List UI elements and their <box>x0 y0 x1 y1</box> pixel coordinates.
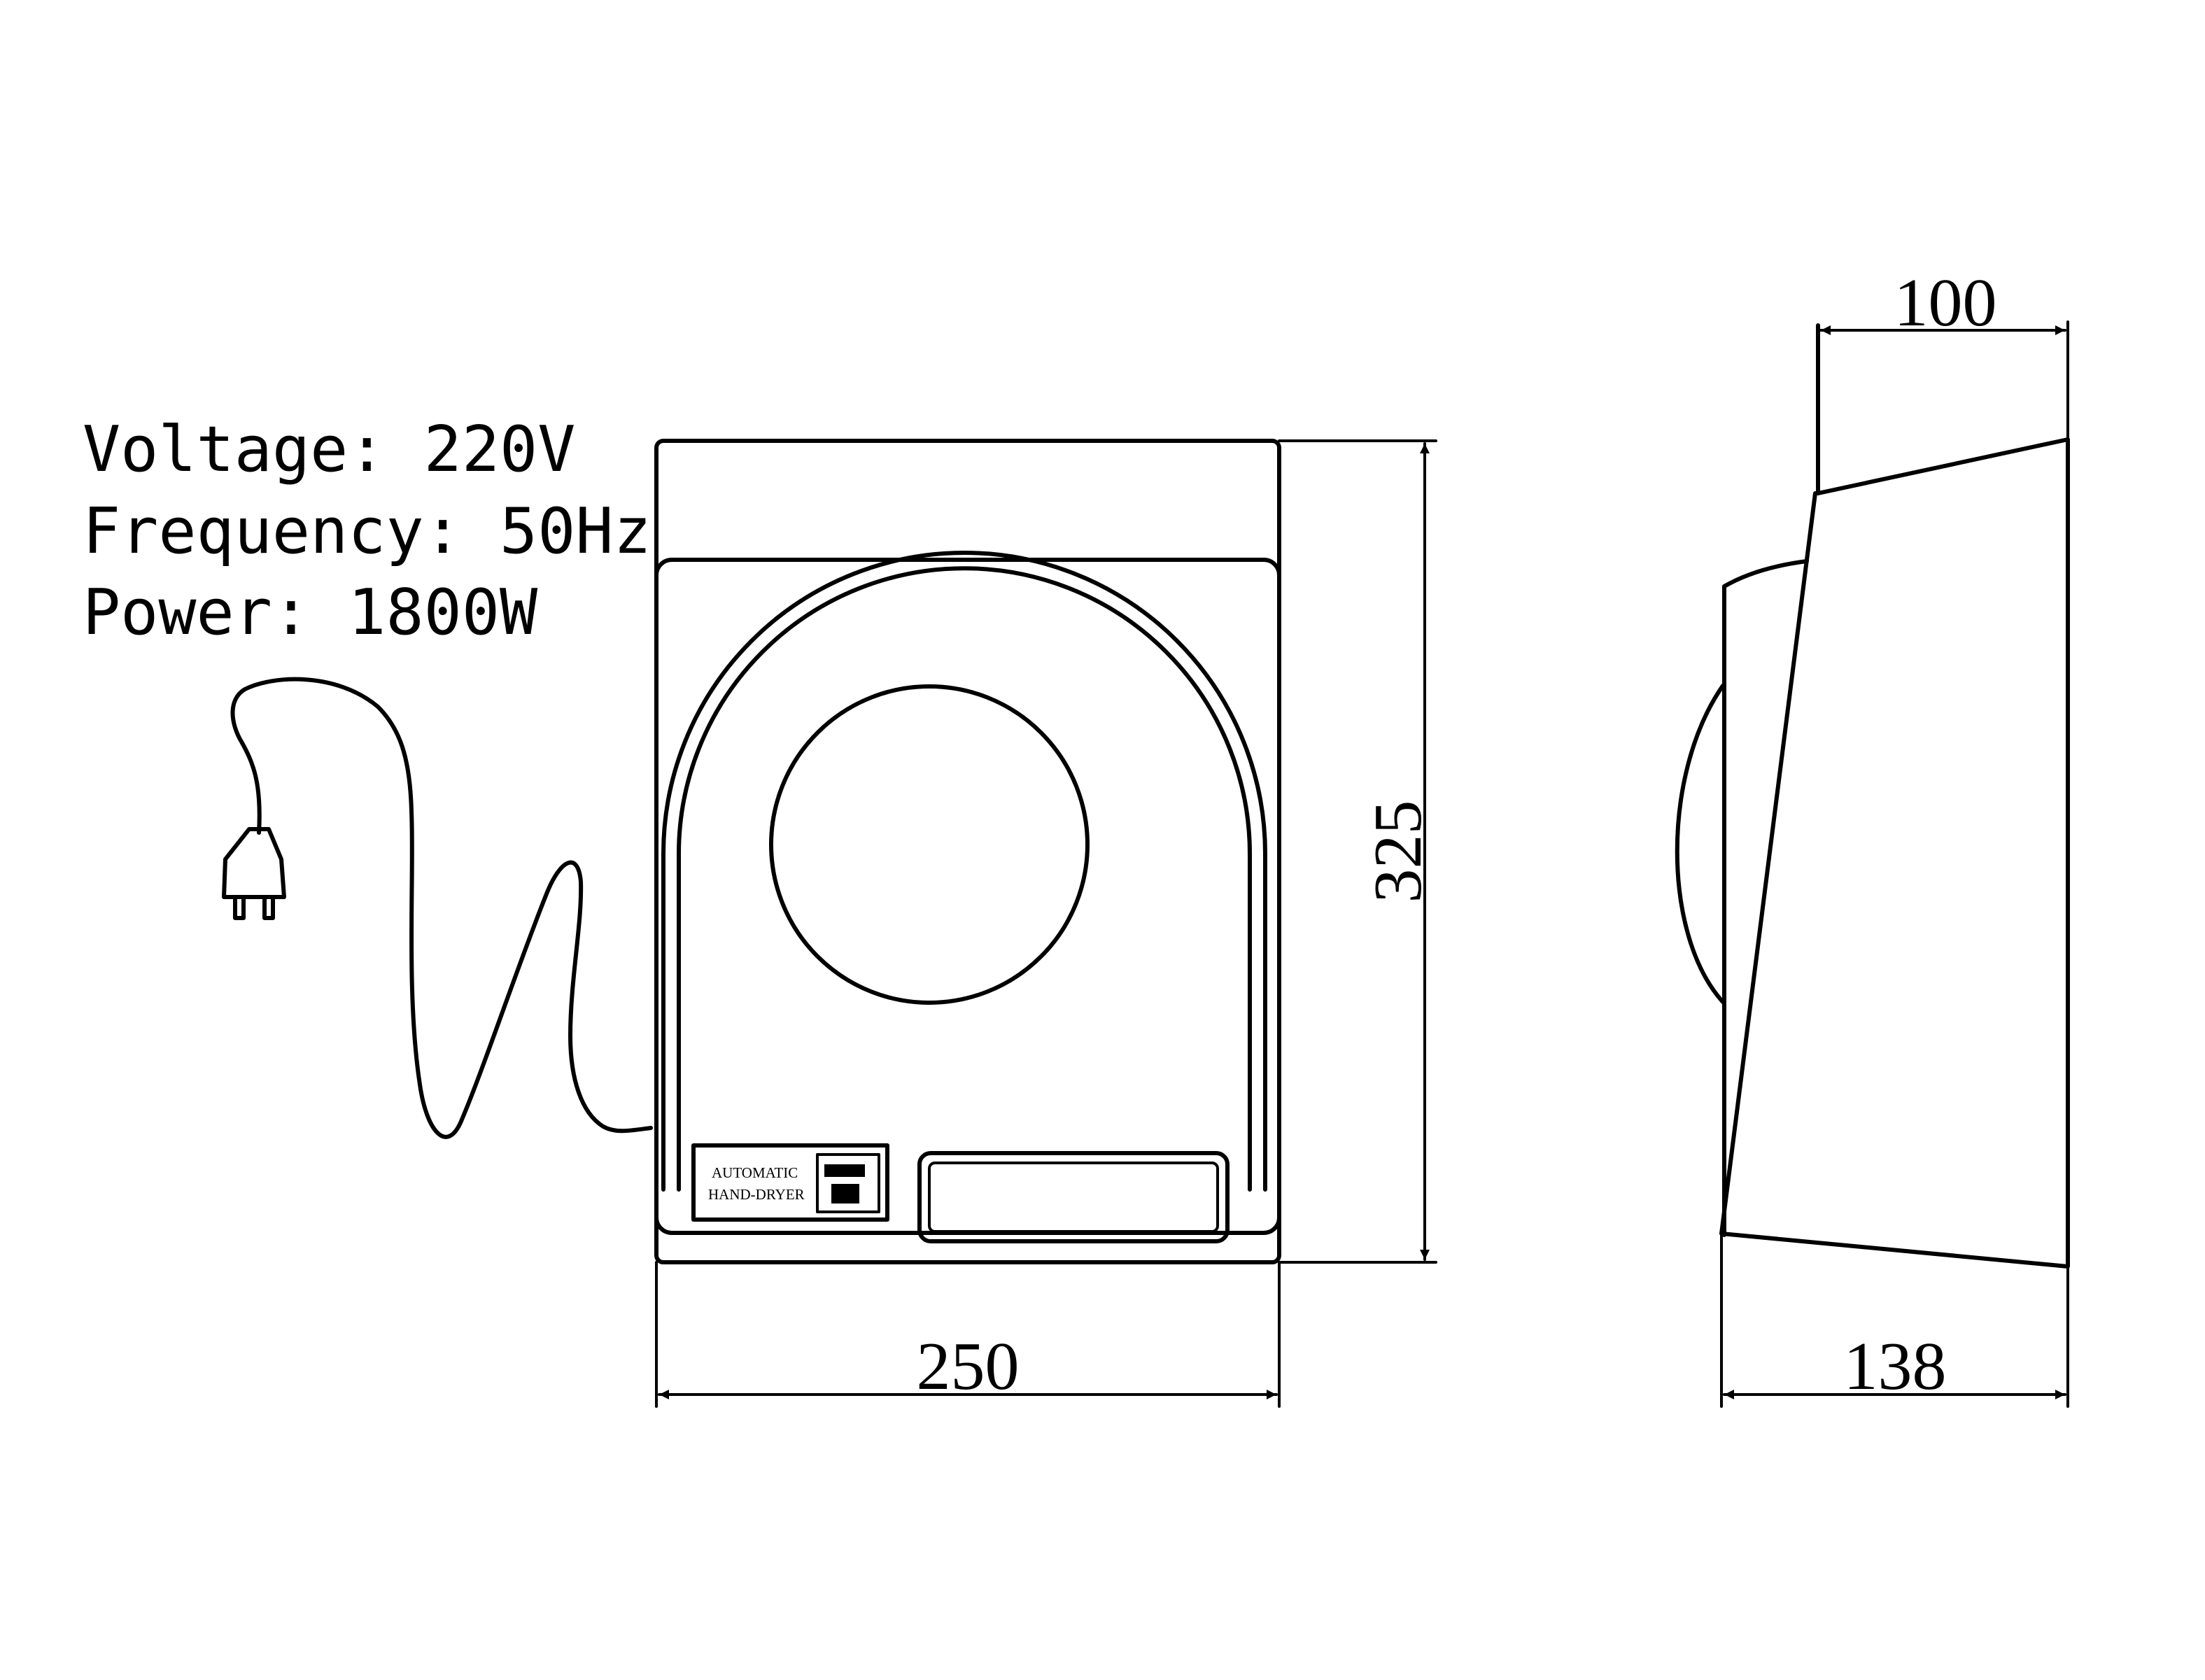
hand-dryer-icon <box>816 1153 880 1213</box>
arch-inner <box>677 566 1252 1192</box>
label-line-hand-dryer: HAND-DRYER <box>708 1186 805 1203</box>
depth-top-dimension-label: 100 <box>1894 265 1997 341</box>
depth-bottom-dimension-label: 138 <box>1844 1329 1947 1404</box>
frequency-text: Frequency: 50Hz <box>83 495 651 568</box>
voltage-text: Voltage: 220V <box>83 413 575 486</box>
side-cover-outline <box>1722 559 1809 1237</box>
side-view <box>1675 323 2070 1269</box>
front-cover-panel <box>654 558 1281 1235</box>
specs-block: Voltage: 220V Frequency: 50Hz Power: 180… <box>83 413 651 649</box>
plug-icon <box>222 827 286 920</box>
sensor-window-outer <box>917 1151 1230 1243</box>
power-text: Power: 1800W <box>83 576 538 649</box>
label-line-automatic: AUTOMATIC <box>712 1164 798 1181</box>
label-plate <box>691 1143 889 1222</box>
sensor-window-inner <box>928 1162 1219 1233</box>
side-depth-top-dimension: 100 <box>1819 265 2069 441</box>
side-body-outline <box>1719 437 2070 1269</box>
arch-outer <box>661 551 1267 1192</box>
height-dimension-label: 325 <box>1360 800 1436 903</box>
front-view: AUTOMATIC HAND-DRYER <box>654 439 1281 1264</box>
width-dimension-label: 250 <box>917 1329 1020 1404</box>
air-outlet-circle <box>769 684 1090 1005</box>
side-outlet-bulge <box>1675 684 1725 1004</box>
front-width-dimension: 250 <box>655 1261 1281 1408</box>
power-cord <box>230 677 653 1139</box>
front-outer-body <box>654 439 1281 1264</box>
side-depth-bottom-dimension: 138 <box>1720 1232 2069 1408</box>
front-height-dimension: 325 <box>1278 439 1437 1264</box>
